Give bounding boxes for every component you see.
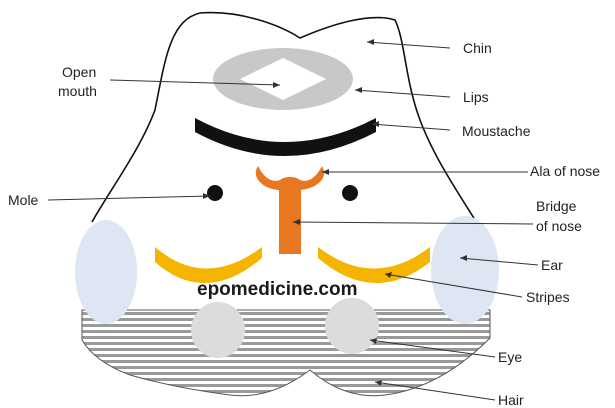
label-stripes: Stripes — [526, 289, 570, 305]
eye-left — [191, 302, 245, 358]
label-hair: Hair — [498, 392, 524, 408]
mole-right — [342, 185, 358, 201]
watermark-text: epomedicine.com — [197, 279, 358, 300]
label-ala-of-nose: Ala of nose — [530, 163, 600, 179]
label-lips: Lips — [463, 89, 489, 105]
label-moustache: Moustache — [462, 123, 531, 139]
ear-right — [431, 216, 499, 324]
eye-right — [325, 298, 379, 354]
ala-of-nose-shape — [256, 166, 324, 190]
label-chin: Chin — [463, 40, 492, 56]
stripe-left — [155, 247, 262, 283]
stripe-right — [318, 247, 430, 283]
hair-region — [82, 310, 490, 396]
label-bridge-line1: Bridge — [536, 198, 577, 214]
label-eye: Eye — [498, 349, 522, 365]
label-open-mouth-line2: mouth — [58, 83, 97, 99]
label-open-mouth-line1: Open — [62, 64, 96, 80]
ear-left — [75, 220, 137, 324]
label-bridge-line2: of nose — [536, 218, 582, 234]
mole-left — [207, 185, 223, 201]
label-mole: Mole — [8, 192, 39, 208]
label-ear: Ear — [541, 257, 563, 273]
moustache-shape — [195, 118, 376, 156]
